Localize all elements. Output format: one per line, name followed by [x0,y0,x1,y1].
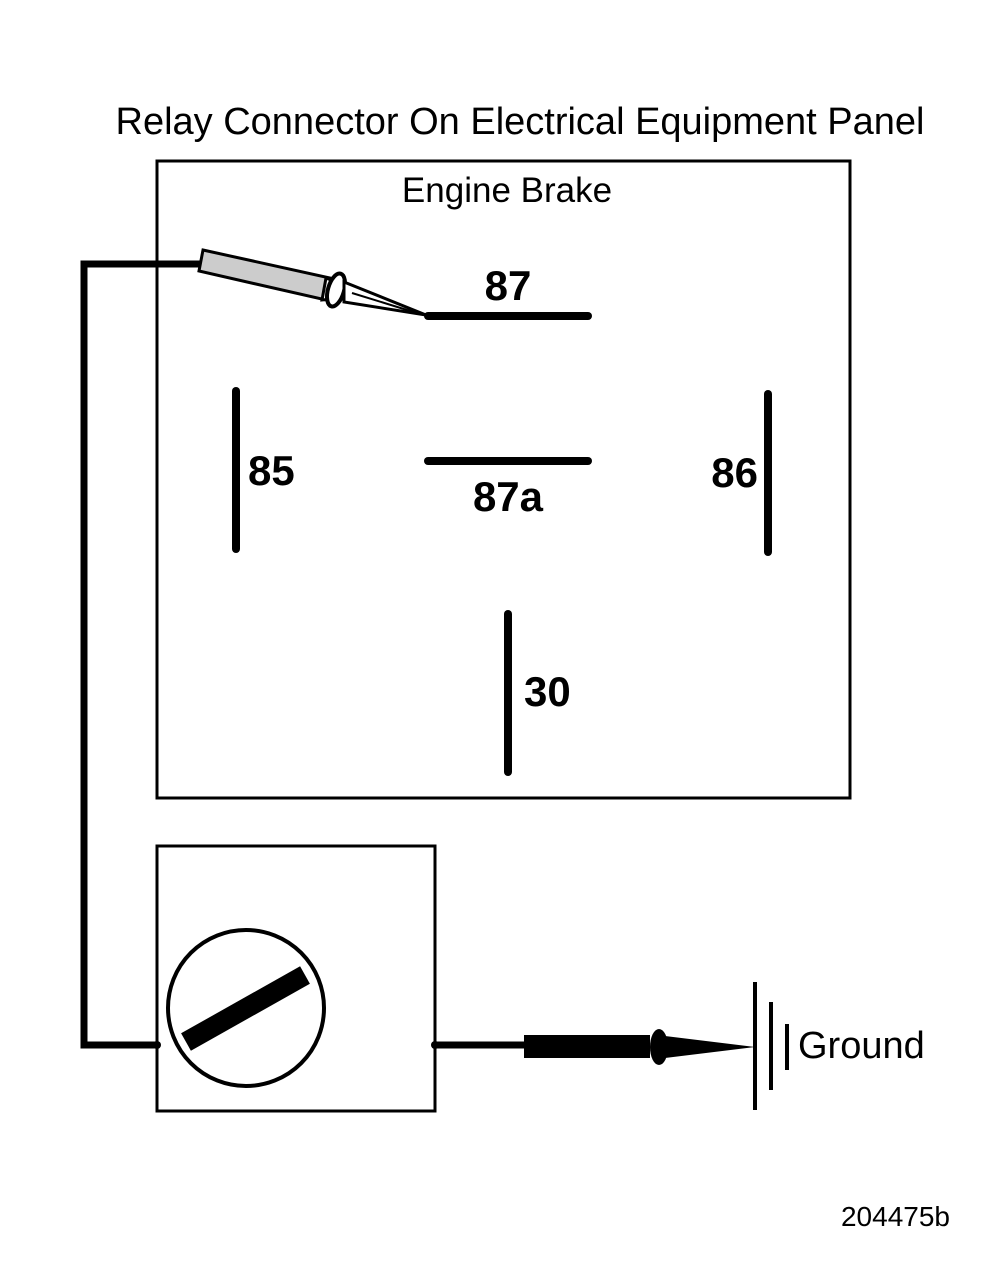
diagram-title: Relay Connector On Electrical Equipment … [116,101,925,143]
terminal-30-label: 30 [524,668,571,715]
test-probe-icon [197,248,427,317]
relay-label: Engine Brake [402,171,612,210]
terminal-87a-label: 87a [473,473,544,520]
multimeter-dial-icon [153,928,439,1088]
ground-probe-icon [524,1029,755,1065]
terminal-85-label: 85 [248,447,295,494]
figure-id: 204475b [841,1201,950,1232]
ground-symbol-icon [753,982,789,1110]
terminal-87-label: 87 [485,262,532,309]
meter-test-lead-wire [80,260,203,1049]
multimeter-box [155,844,437,1113]
relay-connector-box [155,159,852,800]
terminal-86-label: 86 [711,449,758,496]
ground-label: Ground [798,1025,925,1067]
